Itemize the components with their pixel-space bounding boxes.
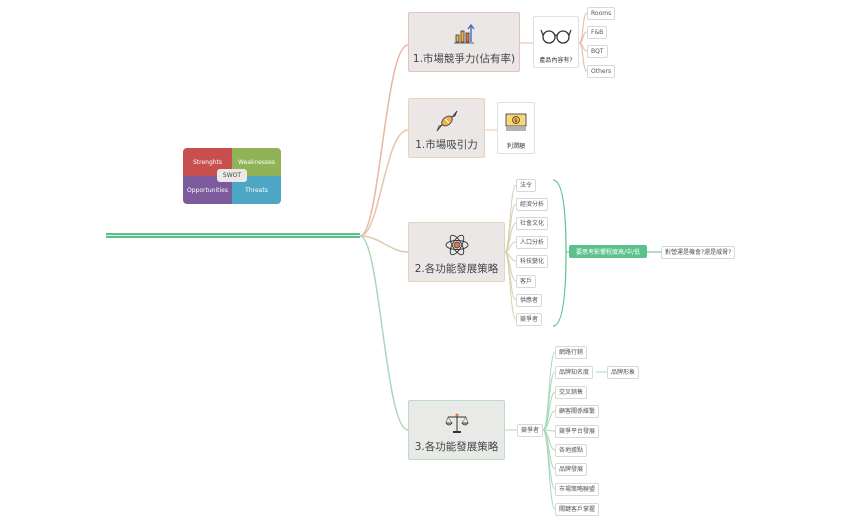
item-brand-image[interactable]: 品牌形象 <box>607 366 640 379</box>
topic-market-competitiveness[interactable]: 1.市場競爭力(佔有率) <box>408 12 520 72</box>
topic-functional-strategy-3[interactable]: 3.各功能發展策略 <box>408 400 505 460</box>
topic-label: 3.各功能發展策略 <box>414 441 499 453</box>
candy-icon <box>434 109 460 136</box>
item-suppliers[interactable]: 供應者 <box>516 294 543 307</box>
topic-label: 1.市場競爭力(佔有率) <box>412 53 516 65</box>
branch-competitors[interactable]: 競爭者 <box>517 424 544 437</box>
profit-card[interactable]: $ 利潤額 <box>497 102 535 154</box>
item-rooms[interactable]: Rooms <box>587 7 616 20</box>
svg-text:$: $ <box>514 118 517 124</box>
atom-icon <box>444 233 470 260</box>
money-icon: $ <box>504 111 528 135</box>
item-brand-development[interactable]: 品牌發展 <box>555 463 588 476</box>
glasses-icon <box>540 27 572 47</box>
item-others[interactable]: Others <box>587 65 616 78</box>
item-key-accounts[interactable]: 關鍵客戶掌握 <box>555 503 600 516</box>
item-law[interactable]: 法令 <box>516 179 537 192</box>
item-population[interactable]: 人口分析 <box>516 236 549 249</box>
topic-label: 2.各功能發展策略 <box>414 263 499 275</box>
swot-matrix: Strenghts Weaknesses Opportunities Threa… <box>183 148 281 204</box>
item-platform-development[interactable]: 競爭平台發展 <box>555 425 600 438</box>
card-label: 產品內容有? <box>539 57 573 64</box>
item-culture[interactable]: 社會文化 <box>516 217 549 230</box>
item-customer-relations[interactable]: 顧客關係維繫 <box>555 405 600 418</box>
card-label: 利潤額 <box>506 143 525 150</box>
item-customers[interactable]: 客戶 <box>516 275 537 288</box>
item-economy[interactable]: 經濟分析 <box>516 198 549 211</box>
item-technology[interactable]: 科技變化 <box>516 255 549 268</box>
topic-functional-strategy-2[interactable]: 2.各功能發展策略 <box>408 222 505 282</box>
item-cross-selling[interactable]: 交叉銷售 <box>555 386 588 399</box>
swot-opportunities: Opportunities <box>183 176 232 204</box>
topic-market-attractiveness[interactable]: 1.市場吸引力 <box>408 98 485 158</box>
item-strategic-alliance[interactable]: 市場策略聯盟 <box>555 483 600 496</box>
product-content-card[interactable]: 產品內容有? <box>533 16 579 68</box>
balance-scale-icon <box>444 411 470 438</box>
opportunity-threat-node[interactable]: 對營運是機會?還是威脅? <box>661 246 736 259</box>
item-brand-awareness[interactable]: 品牌知名度 <box>555 366 594 379</box>
item-bqt[interactable]: BQT <box>587 45 608 58</box>
bar-chart-icon <box>453 23 475 48</box>
item-online-marketing[interactable]: 網路行銷 <box>555 346 588 359</box>
item-fb[interactable]: F&B <box>587 26 608 39</box>
topic-label: 1.市場吸引力 <box>415 139 478 151</box>
item-competitors[interactable]: 競爭者 <box>516 313 543 326</box>
swot-center-label: SWOT <box>217 169 247 182</box>
item-locations[interactable]: 各地據點 <box>555 444 588 457</box>
impact-summary-node[interactable]: 要思考影響程度高/中/低 <box>569 245 647 258</box>
